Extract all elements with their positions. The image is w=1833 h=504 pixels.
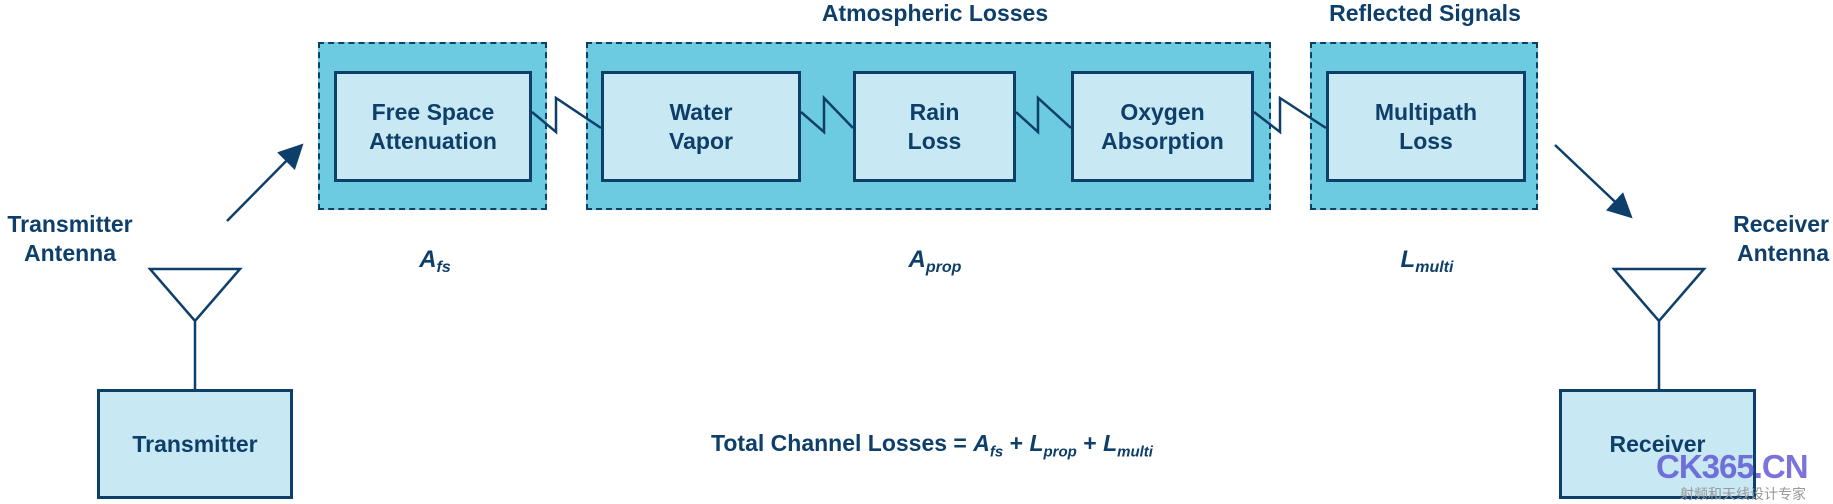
transmitter-antenna-icon [147,267,243,323]
zigzag-connector [800,94,854,135]
transmitter-box: Transmitter [97,389,293,499]
afs-symbol: Afs [419,246,451,277]
receiver-antenna-icon [1611,267,1707,323]
symbol-base: L [1400,246,1416,273]
free-space-attenuation-block: Free Space Attenuation [334,71,532,182]
zigzag-connector [531,95,602,135]
symbol-base: A [908,246,926,273]
reflected-signals-header: Reflected Signals [1329,0,1521,26]
formula-plus: + [1003,430,1030,456]
symbol-sub: fs [436,259,451,276]
formula-plus: + [1076,430,1104,456]
receiver-box: Receiver [1559,389,1756,499]
lmulti-symbol: Lmulti [1401,246,1454,277]
symbol-base: A [419,246,437,273]
watermark-tagline: 射频和天线设计专家 [1680,486,1806,502]
zigzag-connector [1253,95,1327,135]
atmospheric-losses-header: Atmospheric Losses [821,0,1049,26]
multipath-loss-block: Multipath Loss [1326,71,1526,182]
symbol-sub: multi [1415,259,1454,276]
rain-loss-block: Rain Loss [853,71,1016,182]
arrow-to-receiver [1554,144,1633,219]
formula-term: A [973,430,990,456]
formula-prefix: Total Channel Losses = [711,430,974,456]
water-vapor-block: Water Vapor [601,71,801,182]
zigzag-connector [1015,95,1072,135]
formula-sub: fs [989,443,1004,461]
aprop-symbol: Aprop [909,246,962,277]
oxygen-absorption-block: Oxygen Absorption [1071,71,1254,182]
symbol-sub: prop [925,259,962,276]
watermark-logo: CK365.CN [1656,448,1809,485]
arrow-to-channel [226,143,304,222]
formula-sub: prop [1043,443,1077,461]
formula-term: L [1103,430,1118,456]
total-losses-formula: Total Channel Losses = Afs + Lprop + Lmu… [711,430,1153,461]
formula-sub: multi [1117,443,1153,461]
transmitter-antenna-label: Transmitter Antenna [7,211,133,266]
formula-term: L [1029,430,1044,456]
receiver-antenna-label: Receiver Antenna [1733,211,1829,266]
